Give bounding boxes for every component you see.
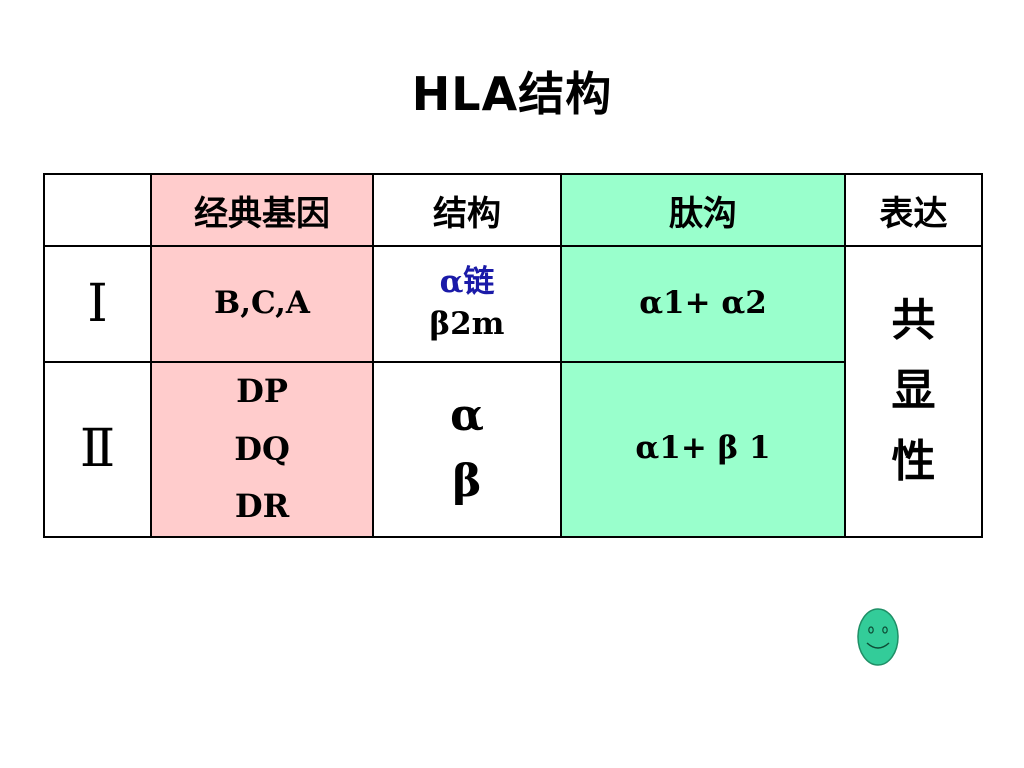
structure-alpha: α [450,390,484,442]
structure-b2m: β2m [429,306,505,342]
class-1-structure: α链 β2m [372,245,562,363]
table-row-class-1: Ⅰ B,C,A α链 β2m α1+ α2 共 显 性 [43,245,983,538]
class-2-label: Ⅱ [43,361,152,538]
class-2-groove: α1+ β 1 [560,361,846,538]
expression-char: 共 [891,294,936,346]
header-expression: 表达 [844,173,983,247]
gene-item: DQ [234,429,290,468]
header-empty-cell [43,173,152,247]
gene-item: DP [236,372,288,410]
class-1-groove: α1+ α2 [560,245,846,363]
header-structure: 结构 [372,173,562,247]
table-row-class-2: Ⅱ DP DQ DR α β α1+ β 1 [43,361,982,538]
gene-item: DR [234,487,290,526]
structure-alpha-chain: α链 [439,264,495,301]
hla-structure-table: 经典基因 结构 肽沟 表达 Ⅰ B,C,A α链 β2m α1+ α2 共 显 … [43,173,983,538]
class-1-genes: B,C,A [150,245,374,363]
expression-cell: 共 显 性 [844,245,983,538]
structure-beta: β [452,456,482,508]
expression-char: 性 [891,435,936,487]
class-2-structure: α β [372,361,562,538]
class-2-genes: DP DQ DR [150,361,374,538]
expression-char: 显 [891,365,936,417]
header-peptide-groove: 肽沟 [560,173,846,247]
table-header-row: 经典基因 结构 肽沟 表达 [43,173,983,247]
header-classic-genes: 经典基因 [150,173,374,247]
class-1-label: Ⅰ [43,245,152,363]
gene-item: B,C,A [214,285,310,322]
smiley-face-icon [857,608,899,666]
slide-title: HLA结构 [411,67,613,121]
